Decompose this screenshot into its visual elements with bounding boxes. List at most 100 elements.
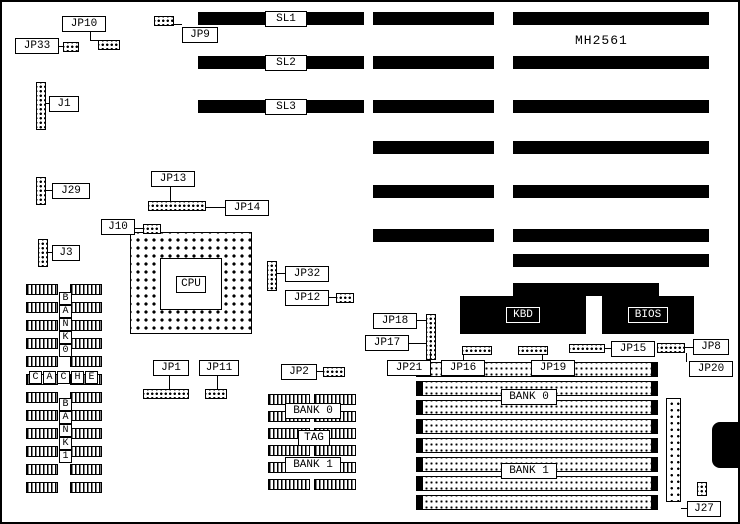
sram-chip [314, 445, 356, 456]
pointer-line [605, 348, 611, 349]
isa-slot-segment [513, 56, 709, 69]
pointer-line [417, 320, 426, 321]
keyboard-din-connector [712, 422, 738, 468]
simm-socket [416, 438, 658, 453]
isa-slot-segment [513, 185, 709, 198]
cpu-socket-center: CPU [160, 258, 222, 310]
j10-pins [143, 224, 161, 234]
cache-chip [26, 320, 58, 331]
isa-slot-segment [513, 141, 709, 154]
pointer-line [686, 353, 687, 362]
cache-letter: A [43, 371, 56, 384]
isa-slot-segment [513, 254, 709, 267]
cache-chip [70, 320, 102, 331]
pointer-line [681, 508, 687, 509]
slot-label-sl1: SL1 [265, 11, 307, 27]
label-jp16: JP16 [441, 360, 485, 376]
cache-chip [70, 338, 102, 349]
cache-letter: B [59, 398, 72, 411]
simm-socket [416, 381, 658, 396]
pointer-line [135, 228, 143, 229]
jp13-pins [148, 201, 206, 211]
cache-chip [26, 392, 58, 403]
simm-socket [416, 419, 658, 434]
label-jp14: JP14 [225, 200, 269, 216]
label-jp19: JP19 [531, 360, 575, 376]
jp10-pins [98, 40, 120, 50]
cache-chip [26, 428, 58, 439]
label-jp21: JP21 [387, 360, 431, 376]
sram-chip [268, 445, 310, 456]
cache-letter: A [59, 305, 72, 318]
jp32-pins [267, 261, 277, 291]
cache-chip [26, 464, 58, 475]
pointer-line [430, 352, 431, 360]
cache-chip [26, 284, 58, 295]
isa-slot-segment [513, 283, 659, 296]
label-j1: J1 [49, 96, 79, 112]
cache-chip [26, 356, 58, 367]
cache-chip [70, 428, 102, 439]
sram-chip [314, 479, 356, 490]
label-jp20: JP20 [689, 361, 733, 377]
cache-chip [70, 410, 102, 421]
cache-chip [26, 338, 58, 349]
pointer-line [46, 103, 50, 104]
isa-slot-segment [373, 12, 494, 25]
cache-letter: N [59, 318, 72, 331]
isa-slot-segment [373, 56, 494, 69]
label-cache-bank1: BANK 1 [285, 457, 341, 473]
isa-slot-segment [513, 100, 709, 113]
label-jp33: JP33 [15, 38, 59, 54]
jp8-jp20-pins [657, 343, 685, 353]
pointer-line [317, 371, 323, 372]
label-jp1: JP1 [153, 360, 189, 376]
label-jp32: JP32 [285, 266, 329, 282]
pointer-line [542, 355, 543, 360]
cache-chip [70, 356, 102, 367]
jp17-jp18-jp21-pins [426, 314, 436, 360]
sram-chip [268, 479, 310, 490]
pointer-line [169, 376, 170, 389]
cache-letter: C [57, 371, 70, 384]
pointer-line [277, 273, 285, 274]
label-j27: J27 [687, 501, 721, 517]
label-jp2: JP2 [281, 364, 317, 380]
slot-label-sl2: SL2 [265, 55, 307, 71]
j27-aux-pins [697, 482, 707, 496]
cache-chip [26, 302, 58, 313]
pointer-line [46, 190, 53, 191]
cache-letter: 0 [59, 344, 72, 357]
label-cache-tag: TAG [298, 430, 330, 446]
cache-chip [70, 482, 102, 493]
label-jp10: JP10 [62, 16, 106, 32]
label-simm-bank0: BANK 0 [501, 389, 557, 405]
label-jp8: JP8 [693, 339, 729, 355]
cache-chip [70, 302, 102, 313]
pointer-line [409, 343, 426, 344]
label-cache-bank0: BANK 0 [285, 403, 341, 419]
cache-chip [26, 410, 58, 421]
pointer-line [170, 187, 171, 201]
jp16-pins [462, 346, 492, 355]
cpu-socket: CPU [130, 232, 252, 334]
bios-label: BIOS [627, 307, 669, 323]
kbd-label: KBD [506, 307, 540, 323]
j1-pins [36, 82, 46, 130]
jp1-pins [143, 389, 189, 399]
isa-slot-segment [513, 229, 709, 242]
pointer-line [463, 355, 464, 360]
cache-letter: H [71, 371, 84, 384]
cache-chip [70, 464, 102, 475]
pointer-line [90, 32, 91, 41]
jp15-pins [569, 344, 605, 353]
cache-chip [26, 446, 58, 457]
cache-letter: K [59, 437, 72, 450]
j29-pins [36, 177, 46, 205]
pointer-line [90, 40, 98, 41]
pointer-line [174, 24, 182, 25]
pointer-line [217, 376, 218, 389]
cache-letter: C [29, 371, 42, 384]
label-j3: J3 [52, 245, 80, 261]
label-jp12: JP12 [285, 290, 329, 306]
